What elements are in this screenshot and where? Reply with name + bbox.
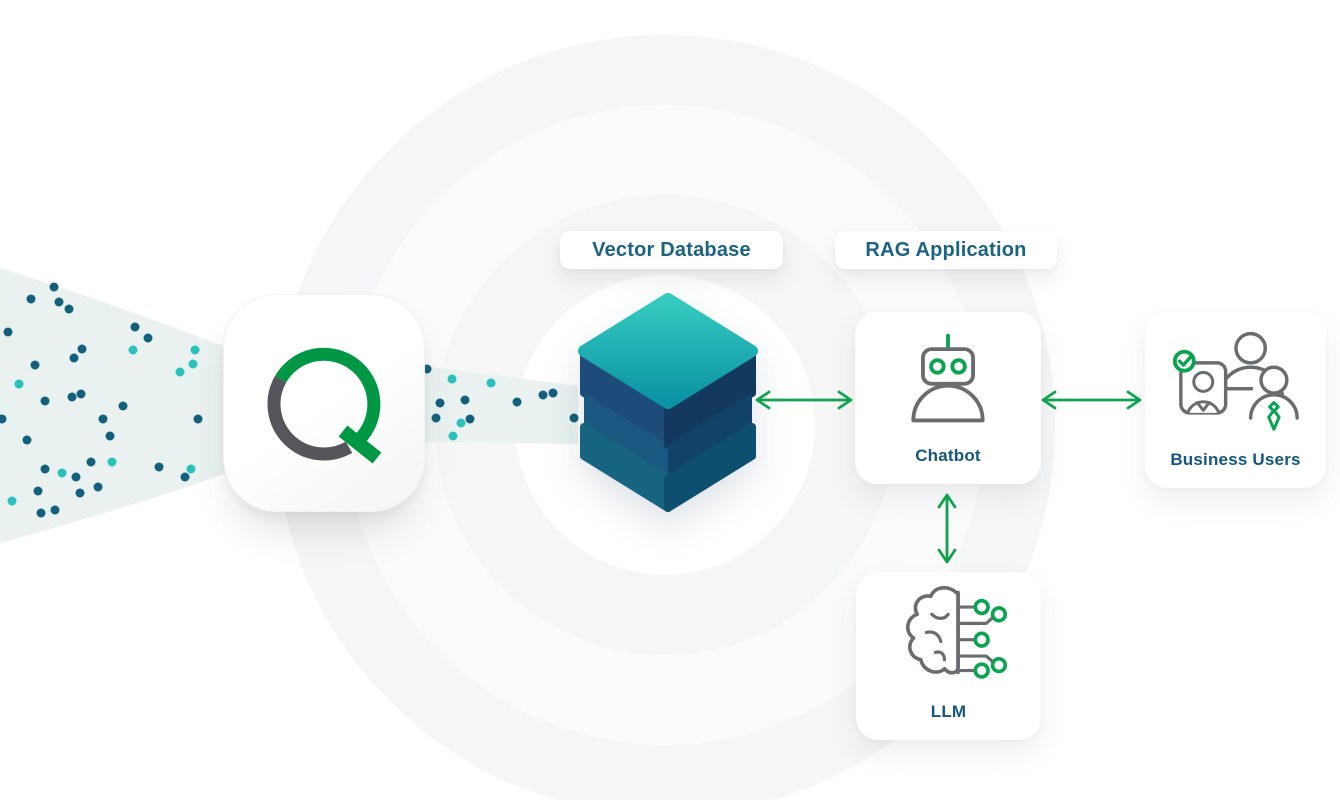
business-users-icon: [1145, 312, 1326, 450]
qlik-logo-card: [223, 294, 425, 512]
data-dot: [448, 431, 458, 441]
data-dot: [175, 367, 185, 377]
data-dot: [130, 322, 140, 332]
data-dot: [93, 482, 103, 492]
business-users-label: Business Users: [1170, 450, 1301, 469]
rag-application-label: RAG Application: [835, 231, 1057, 269]
data-dot: [422, 364, 432, 374]
brain-circuit-icon: [856, 572, 1041, 702]
data-dot: [98, 414, 108, 424]
qlik-q-logo-icon: [267, 347, 382, 464]
data-dot: [431, 413, 441, 423]
robot-icon: [855, 312, 1041, 446]
data-dot: [14, 379, 24, 389]
data-dot: [86, 457, 96, 467]
data-dot: [186, 464, 196, 474]
data-dot: [76, 389, 86, 399]
data-dot: [105, 431, 115, 441]
llm-card: LLM: [856, 572, 1041, 740]
data-dot: [460, 395, 470, 405]
data-dot: [69, 353, 79, 363]
data-dot: [40, 464, 50, 474]
data-dot: [465, 414, 475, 424]
data-dot: [26, 294, 36, 304]
data-dot: [30, 360, 40, 370]
data-dot: [154, 462, 164, 472]
chatbot-card: Chatbot: [855, 312, 1041, 484]
chatbot-label: Chatbot: [915, 446, 981, 465]
data-dot: [569, 413, 579, 423]
data-dot: [143, 333, 153, 343]
data-dot: [447, 374, 457, 384]
data-dot: [118, 401, 128, 411]
data-dot: [7, 496, 17, 506]
data-dot: [0, 414, 7, 424]
data-dot: [538, 390, 548, 400]
vector-database-icon: [578, 293, 758, 512]
data-dot: [50, 505, 60, 515]
data-dot: [512, 397, 522, 407]
data-dot: [57, 468, 67, 478]
data-dot: [75, 488, 85, 498]
data-dot: [67, 392, 77, 402]
data-dot: [180, 472, 190, 482]
data-dot: [77, 344, 87, 354]
data-dot: [64, 304, 74, 314]
data-dot: [188, 359, 198, 369]
data-dot: [33, 486, 43, 496]
data-dot: [486, 378, 496, 388]
business-users-card: Business Users: [1145, 312, 1326, 488]
data-dot: [3, 327, 13, 337]
data-dot: [40, 396, 50, 406]
data-dot: [36, 508, 46, 518]
data-dot: [190, 345, 200, 355]
data-dot: [22, 435, 32, 445]
rag-application-label-text: RAG Application: [865, 238, 1027, 261]
data-dot: [435, 398, 445, 408]
data-dot: [107, 457, 117, 467]
llm-label: LLM: [930, 702, 967, 721]
data-dot: [128, 345, 138, 355]
vector-database-label-text: Vector Database: [592, 238, 751, 261]
data-dot: [54, 297, 64, 307]
data-dot: [456, 418, 466, 428]
data-dot: [548, 388, 558, 398]
data-dot: [49, 282, 59, 292]
vector-database-label: Vector Database: [560, 231, 783, 269]
data-dot: [193, 414, 203, 424]
data-dot: [71, 472, 81, 482]
